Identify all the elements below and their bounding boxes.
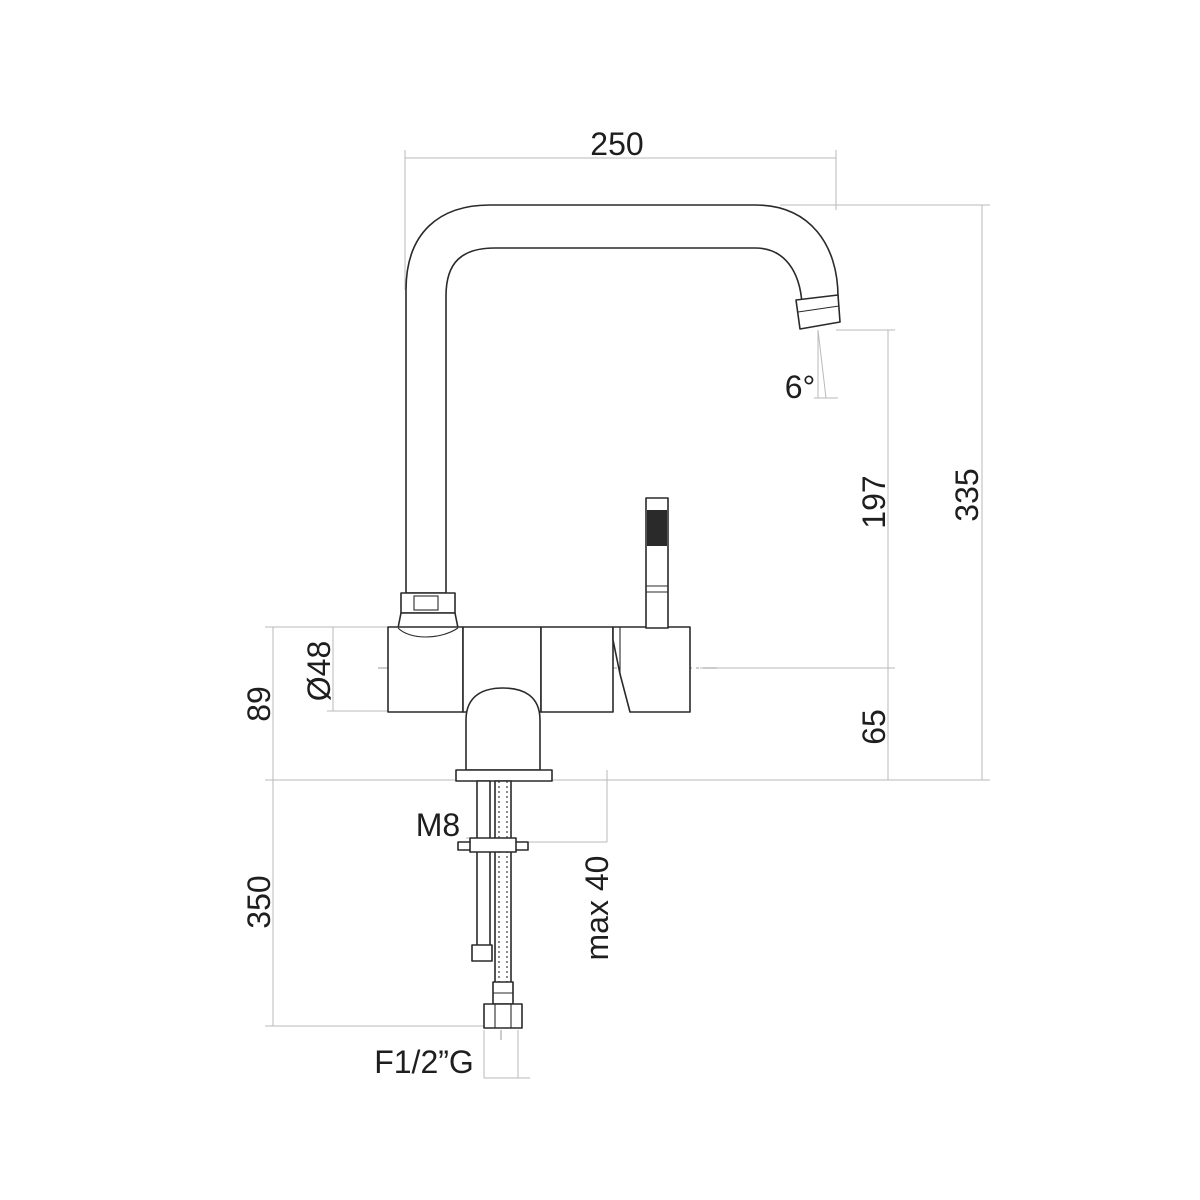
lever-grip xyxy=(647,510,667,546)
spout-aerator xyxy=(795,294,841,330)
lever-handle xyxy=(645,497,669,629)
dimension-labels: 250 335 197 65 89 Ø48 6° M8 350 max 40 F… xyxy=(241,126,985,1080)
dim-spout-height: 197 xyxy=(856,475,892,528)
body-left-section xyxy=(387,626,464,713)
lever-housing xyxy=(612,626,691,713)
dim-hose-connection: F1/2”G xyxy=(374,1044,474,1080)
braided-hose xyxy=(494,780,512,1002)
faucet-body xyxy=(387,626,691,713)
stud-nut xyxy=(471,944,493,962)
spout xyxy=(397,204,841,629)
mounting-hardware xyxy=(457,780,529,1029)
hose-connector-nut xyxy=(483,1003,523,1029)
dim-base-height: 89 xyxy=(241,686,277,722)
base-column xyxy=(455,687,553,782)
base-plate xyxy=(455,769,553,782)
dim-max-counter-thickness: max 40 xyxy=(579,856,615,961)
dim-spray-angle: 6° xyxy=(785,369,816,405)
spout-tube xyxy=(405,204,839,594)
threaded-stud xyxy=(476,780,491,952)
body-right-section xyxy=(540,626,614,713)
dim-body-diameter: Ø48 xyxy=(301,641,337,701)
dimension-lines xyxy=(265,150,990,1079)
dim-stud-thread: M8 xyxy=(416,807,460,843)
dim-total-height: 335 xyxy=(949,468,985,521)
dim-body-height: 65 xyxy=(856,709,892,745)
dim-spout-reach: 250 xyxy=(590,126,643,162)
dim-hose-length: 350 xyxy=(241,875,277,928)
